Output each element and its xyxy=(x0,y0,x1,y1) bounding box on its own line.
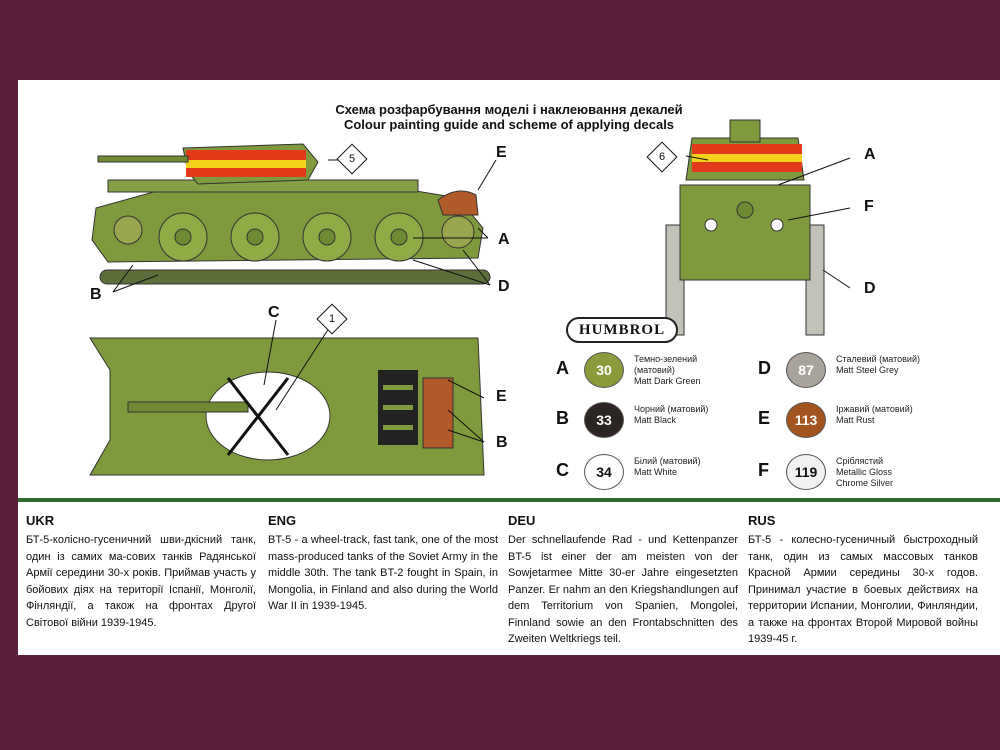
description-deu: DEU Der schnellaufende Rad - und Kettenp… xyxy=(508,513,738,645)
description-rus: RUS БТ-5 - колесно-гусеничный быстроходн… xyxy=(748,513,978,645)
callout-label-e: E xyxy=(496,388,507,405)
title-ukrainian: Схема розфарбування моделі і наклеювання… xyxy=(335,102,683,117)
paint-color-circle: 30 xyxy=(584,352,624,388)
title-english: Colour painting guide and scheme of appl… xyxy=(343,117,675,132)
paint-color-circle: 119 xyxy=(786,454,826,490)
callout-label-b: B xyxy=(496,434,508,451)
tank-rear-view xyxy=(665,119,825,336)
paint-color-circle: 87 xyxy=(786,352,826,388)
paint-color-circle: 33 xyxy=(584,402,624,438)
paint-color-circle: 34 xyxy=(584,454,624,490)
callout-label-d: D xyxy=(498,278,510,295)
description-ukr: UKR БТ-5-колісно-гусеничний шви-дкісний … xyxy=(26,513,256,629)
paint-color-circle: 113 xyxy=(786,402,826,438)
callout-label-c: C xyxy=(268,304,280,321)
description-eng: ENG BT-5 - a wheel-track, fast tank, one… xyxy=(268,513,498,612)
callout-label-a: A xyxy=(864,146,876,163)
callout-label-a: A xyxy=(498,231,510,248)
callout-label-e: E xyxy=(496,144,507,161)
callout-label-b: B xyxy=(90,286,102,303)
callout-label-f: F xyxy=(864,198,874,215)
tank-side-view xyxy=(91,143,491,285)
callout-label-d: D xyxy=(864,280,876,297)
divider-band xyxy=(18,498,1000,502)
tank-drawings xyxy=(89,119,851,476)
humbrol-logo: HUMBROL xyxy=(566,317,678,343)
tank-top-view xyxy=(89,337,485,476)
instruction-sheet: Схема розфарбування моделі і наклеювання… xyxy=(18,80,1000,655)
